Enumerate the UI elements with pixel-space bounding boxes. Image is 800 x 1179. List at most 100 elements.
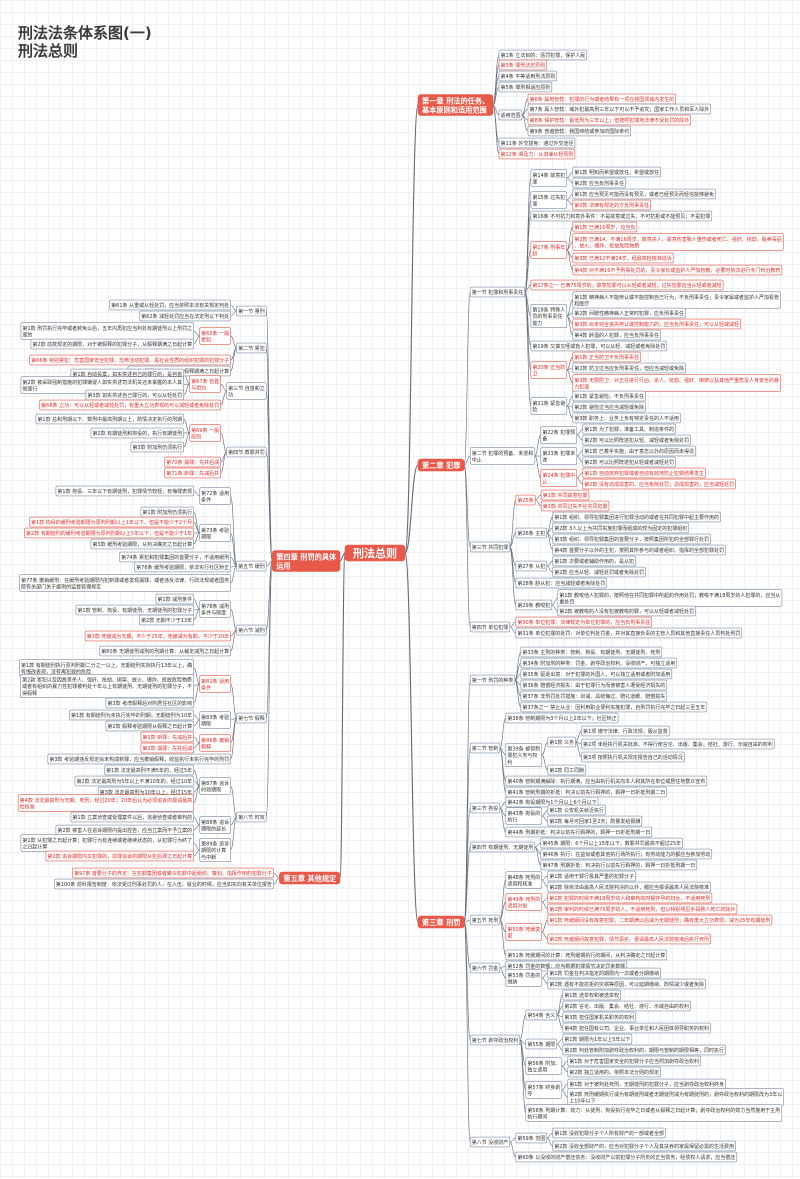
connector-line <box>566 315 574 336</box>
node-box <box>557 605 696 617</box>
connector-line <box>541 815 548 822</box>
node-r1-1: 第1条 立法目的：惩罚犯罪，保护人民 <box>498 49 588 61</box>
node-label: 第四节 单位犯罪 <box>472 624 509 631</box>
node-box <box>547 881 711 893</box>
node-box <box>236 811 267 823</box>
node-label: 员的刑事责任 <box>532 313 562 320</box>
node-label: 时效期限 <box>201 787 221 794</box>
node-r2-1-8-1: 第1款 正当防卫不负刑事责任 <box>572 351 641 363</box>
node-label: 第34条 附加刑的种类：罚金、剥夺政治权利、没收财产，可独立适用 <box>522 660 675 667</box>
node-label: 第2款 被教唆的人没有犯被教唆的罪，可以从轻或者减轻处罚 <box>559 608 694 615</box>
node-box <box>547 892 713 904</box>
node-r2-4-2: 第31条 单位犯罪的处罚：对单位判处罚金，并对其直接负责的主管人员和其他直接责任… <box>515 627 743 639</box>
node-l1-2-1-2: 第2款 前款规定的期限，对于被假释的犯罪分子，从假释期满之日起计算 <box>30 338 194 350</box>
node-box <box>572 177 626 189</box>
node-label: 第2款 已满14、不满16周岁，故意杀人、故意伤害致人重伤或者死亡、强奸、抢劫、… <box>574 236 782 243</box>
connector-line <box>524 284 531 293</box>
node-label: 第73条 考验 <box>201 527 229 534</box>
node-r1-5-4: 第9条 普遍管辖：我国缔结或参加的国际条约 <box>527 125 632 137</box>
connector-line <box>499 747 507 793</box>
node-r2-1-8-3: 第3款 无限防卫：对正在进行行凶、杀人、抢劫、强奸、绑架以及其他严重危及人身安全… <box>572 374 781 392</box>
node-l1-7-3-2: 第2款 漏罪：先并后减 <box>140 742 194 754</box>
node-label: 假释 <box>201 744 211 751</box>
node-box <box>547 870 636 882</box>
node-label: 功 <box>228 392 233 399</box>
node-label: 第2款 判处管制附加剥夺政治权利的，期限与管制的期限相等，同时执行 <box>564 1047 724 1054</box>
node-r3-7-5: 第58条 刑期计算、效力：从徒刑、拘役执行完毕之日或者从假释之日起计算；剥夺政治… <box>525 1104 783 1122</box>
node-l1-5-2: 第73条 考验期限 <box>199 524 231 542</box>
node-r3-5-3-1: 第1款 死缓期间没有故意犯罪，二年期满以后减为无期徒刑；确有重大立功表现，减为2… <box>547 914 773 926</box>
node-label: 力犯罪 <box>574 384 589 391</box>
node-label: 期限 <box>201 721 211 728</box>
node-l2: 第五章 其他规定 <box>279 871 341 885</box>
node-label: 第15条 过失犯 <box>532 194 565 201</box>
connector-line <box>566 199 573 206</box>
node-r3-7-1: 第54条 含义 <box>525 1009 558 1021</box>
node-box <box>562 1022 711 1034</box>
connector-line <box>463 921 471 1041</box>
node-r3-7-1-4: 第4款 担任国有公司、企业、事业单位和人民团体领导职务的权利 <box>562 1022 711 1034</box>
node-label: 第一节 犯罪和刑事责任 <box>472 289 524 296</box>
node-l2-2: 第100条 前科报告制度：依法受过刑事处罚的人，在入伍、就业的时候，应当如实向有… <box>53 878 274 890</box>
connector-line <box>524 291 532 407</box>
node-l1-4: 第四节 数罪并罚 <box>226 446 267 458</box>
node-r3-3-3: 第44条 刑期折抵：判决以前先行羁押的，羁押一日折抵刑期一日 <box>505 826 653 838</box>
node-label: 第42条 拘役期限为1个月以上6个月以下 <box>507 799 596 806</box>
node-box <box>53 878 274 890</box>
node-box <box>199 711 231 729</box>
node-box <box>552 544 726 556</box>
connector-line <box>183 418 190 434</box>
node-label: 第一节 量刑 <box>238 308 265 315</box>
node-box <box>552 533 711 545</box>
connector-line <box>193 683 200 704</box>
node-label: 第4款 法定最高刑为无期、死刑，经过20年；20年后认为必须追诉的报请最高 <box>20 797 193 804</box>
connector-line <box>230 717 237 760</box>
node-box <box>515 1132 548 1144</box>
connector-line <box>546 516 553 534</box>
node-r3-5-2-2: 第2款 审判的时候已满75周岁的人，不适用死刑，但以特别残忍手段致人死亡的除外 <box>547 903 738 915</box>
center-node: 刑法总则 <box>344 544 406 562</box>
node-label: 第1款 紧急避险，不负刑事责任 <box>574 393 644 400</box>
node-label: 第56条 附加、 <box>527 1060 560 1067</box>
node-box <box>581 725 670 737</box>
connector-line <box>193 683 200 687</box>
node-label: 第5条 罪刑相适应原则 <box>500 84 550 91</box>
node-r2-3-2-2: 第2款 3人以上为共同实施犯罪而组成的较为固定的犯罪组织 <box>552 522 690 534</box>
node-r3-2-1: 第38条 管制期限为3个月以上2年以下；社区矫正 <box>505 712 619 724</box>
node-label: 第1项 遵守法律、行政法规，服从监督 <box>583 728 668 735</box>
connector-line <box>404 464 419 554</box>
node-box <box>527 103 712 115</box>
node-r2-3-5-1: 第1款 教唆他人犯罪的，按照他在共同犯罪中所起的作用处罚；教唆不满18周岁的人犯… <box>557 589 783 607</box>
connector-line <box>230 335 237 349</box>
node-box <box>469 802 501 814</box>
connector-line <box>534 455 542 479</box>
connector-line <box>566 171 573 179</box>
node-r3-5-1-1: 第1款 适用于罪行极其严重的犯罪分子 <box>547 870 636 882</box>
node-r2-3-5-2: 第2款 被教唆的人没有犯被教唆的罪，可以从轻或者减轻处罚 <box>557 605 696 617</box>
node-l2-1: 第97条 首要分子的界定：在犯罪集团或者聚众犯罪中起组织、策划、指挥作用的犯罪分… <box>72 867 274 879</box>
node-box <box>29 354 231 366</box>
node-label: 之日起计算 <box>22 844 47 851</box>
connector-line <box>499 879 507 921</box>
node-label: 第1款 义务 <box>549 739 574 746</box>
connector-line <box>499 919 507 956</box>
connector-line <box>193 667 200 685</box>
node-label: 第2款 死刑缓期执行减为有期徒刑或者无期徒刑减为有期徒刑的，剥夺政治权利的期限改… <box>569 1091 782 1098</box>
node-box <box>547 978 706 990</box>
connector-layer <box>183 54 583 1158</box>
connector-line <box>463 464 471 628</box>
node-label: 第2款 避险过当应当减轻或免除 <box>574 404 644 411</box>
node-r3-4: 第四节 有期徒刑、无期徒刑 <box>469 841 536 853</box>
connector-line <box>514 679 522 708</box>
node-l1-6-3: 第80条 无期徒刑减刑的刑期计算：从裁定减刑之日起计算 <box>99 645 231 657</box>
node-box <box>540 859 698 871</box>
node-box <box>469 841 536 853</box>
node-label: 第2款 没有造成损害的，应当免除处罚；造成损害的，应当减轻处罚 <box>584 481 734 488</box>
node-label: 第33条 主刑的种类：管制、拘役、有期徒刑、无期徒刑、死刑 <box>522 649 660 656</box>
node-box <box>530 279 724 291</box>
node-r2-2-3-2: 第2款 没有造成损害的，应当免除处罚；造成损害的，应当减轻处罚 <box>582 478 736 490</box>
node-box <box>552 1127 666 1139</box>
node-label: 第70条 漏罪：先并后减 <box>166 459 219 466</box>
node-box <box>515 494 536 506</box>
